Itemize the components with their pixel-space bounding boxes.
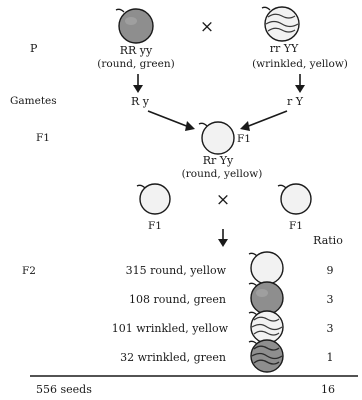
arrow-parent-right-to-gamete (295, 74, 305, 93)
f2-row-ratio: 3 (327, 322, 334, 335)
f1-round-yellow-seed (199, 122, 234, 154)
f2-row-ratio: 9 (327, 264, 334, 277)
f1-genotype: Rr Yy (203, 154, 234, 167)
f1-phenotype: (round, yellow) (182, 168, 263, 180)
f2-wrinkled-green-seed (249, 340, 283, 372)
f1-cross-left-label: F1 (148, 220, 162, 232)
total-seeds: 556 seeds (36, 383, 92, 396)
f2-wrinkled-yellow-seed (249, 311, 283, 343)
f2-row-ratio: 1 (327, 351, 334, 364)
parent-left-phenotype: (round, green) (97, 58, 174, 70)
f2-row-ratio: 3 (327, 293, 334, 306)
arrow-f1-cross-to-f2 (218, 229, 228, 247)
parental-cross-symbol: × (200, 17, 214, 37)
gametes-row-label: Gametes (10, 95, 57, 107)
f2-round-green-seed (249, 282, 283, 314)
f1-cross-symbol: × (216, 190, 230, 210)
parental-row-label: P (30, 42, 38, 55)
f1-cross-right-label: F1 (289, 220, 303, 232)
parent-right-genotype: rr YY (270, 42, 299, 55)
arrow-parent-left-to-gamete (133, 74, 143, 93)
f1-cross-right-seed (278, 184, 311, 214)
total-ratio: 16 (321, 383, 335, 396)
f2-row-text: 108 round, green (129, 293, 226, 306)
f1-cross-left-seed (137, 184, 170, 214)
gamete-left: R y (131, 95, 150, 108)
f1-seed-label: F1 (237, 133, 251, 145)
parent-right-phenotype: (wrinkled, yellow) (252, 58, 348, 70)
f2-row-text: 101 wrinkled, yellow (112, 322, 229, 335)
arrow-gamete-left-to-f1 (148, 111, 195, 131)
f2-round-yellow-seed (249, 252, 283, 284)
arrow-gamete-right-to-f1 (240, 111, 287, 131)
parent-wrinkled-yellow-seed (262, 7, 299, 41)
parent-round-green-seed (116, 9, 153, 43)
parent-left-genotype: RR yy (120, 44, 153, 57)
f1-row-label: F1 (36, 132, 50, 144)
gamete-right: r Y (287, 95, 304, 108)
f2-row-text: 32 wrinkled, green (120, 351, 226, 364)
f2-row-text: 315 round, yellow (126, 264, 227, 277)
ratio-header: Ratio (313, 234, 343, 247)
f2-row-label: F2 (22, 265, 36, 277)
